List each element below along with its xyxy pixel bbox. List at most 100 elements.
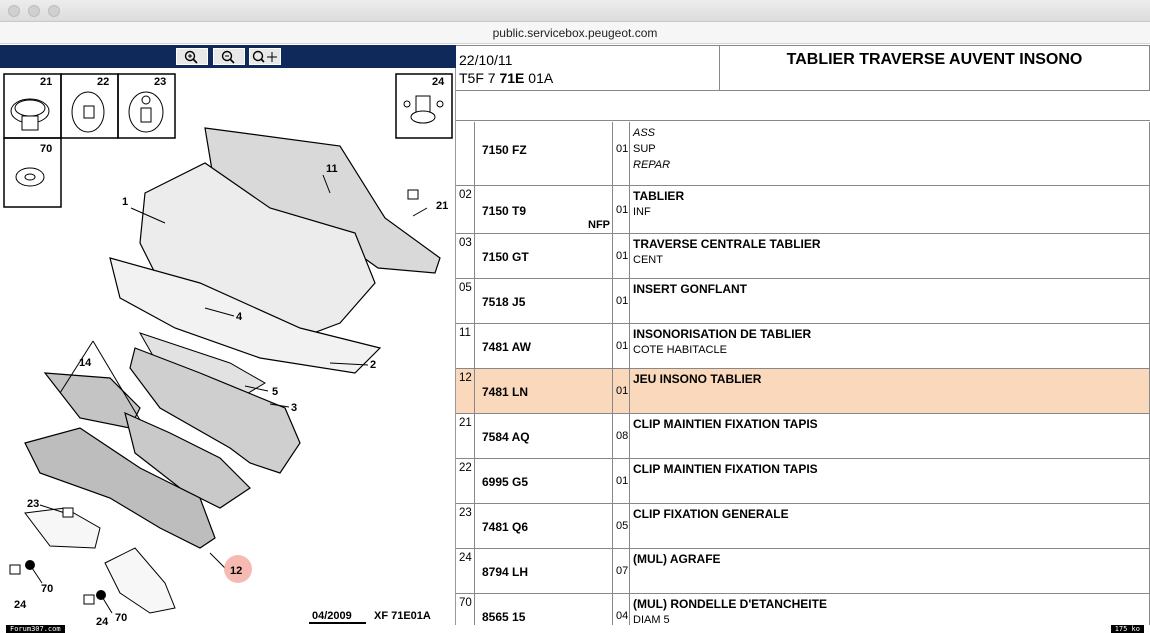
row-index: 21 (456, 414, 475, 458)
row-reference-cell: 7150 FZ (475, 122, 613, 185)
part-quantity: 01 (616, 143, 629, 155)
part-reference[interactable]: 7481 Q6 (482, 520, 529, 534)
zoom-move-icon (252, 50, 277, 63)
part-quantity: 01 (616, 204, 629, 216)
footer-size-badge: 175 ko (1110, 625, 1144, 633)
zoom-move-button[interactable] (249, 48, 281, 65)
part-description: (MUL) AGRAFE (633, 552, 721, 566)
part-reference[interactable]: 7481 AW (482, 340, 531, 354)
detail-box-24 (395, 73, 453, 139)
zoom-in-button[interactable] (176, 48, 208, 65)
row-description-cell: CLIP MAINTIEN FIXATION TAPIS (630, 459, 1150, 503)
leader-lines (29, 174, 428, 614)
row-quantity-cell: 01 (613, 279, 630, 323)
diagram-date: 04/2009 (312, 610, 352, 622)
part-description-detail: DIAM 5 (633, 614, 670, 625)
row-quantity-cell: 01 (613, 324, 630, 368)
part-description: CLIP MAINTIEN FIXATION TAPIS (633, 462, 818, 476)
part-reference[interactable]: 7518 J5 (482, 295, 526, 309)
part-reference[interactable]: 7150 GT (482, 250, 529, 264)
part-description-detail: COTE HABITACLE (633, 344, 727, 356)
row-reference-cell: 7518 J5 (475, 279, 613, 323)
part-reference[interactable]: 7584 AQ (482, 430, 530, 444)
callout-4: 4 (236, 311, 243, 323)
clip-24-icon (403, 95, 444, 124)
part-quantity: 05 (616, 520, 629, 532)
clip-22-icon (71, 91, 105, 133)
clip-21-marker (407, 189, 419, 200)
callout-70-a: 70 (41, 583, 53, 595)
highlight-marker-12[interactable] (224, 555, 252, 583)
row-reference-cell: 7481 AW (475, 324, 613, 368)
washer-70-icon (15, 167, 45, 187)
part-description: INSONORISATION DE TABLIER (633, 327, 812, 341)
part-description-detail: SUP (633, 143, 656, 155)
part-quantity: 04 (616, 610, 629, 622)
close-window-icon[interactable] (8, 5, 20, 17)
row-description-cell: CLIP MAINTIEN FIXATION TAPIS (630, 414, 1150, 458)
row-quantity-cell: 08 (613, 414, 630, 458)
row-reference-cell: 7150 GT (475, 234, 613, 278)
washer-70-marker-a (25, 560, 35, 570)
clip-24-marker-a (9, 564, 21, 575)
part-description: CLIP MAINTIEN FIXATION TAPIS (633, 417, 818, 431)
row-description-cell: CLIP FIXATION GENERALE (630, 504, 1150, 548)
callout-11: 11 (326, 163, 338, 175)
callout-21: 21 (436, 200, 448, 212)
row-index: 70 (456, 594, 475, 625)
row-index: 03 (456, 234, 475, 278)
diagram-ref: XF 71E01A (374, 610, 431, 622)
row-reference-cell: 7584 AQ (475, 414, 613, 458)
footer-site-badge: Forum307.com (6, 625, 65, 633)
part-reference[interactable]: 7481 LN (482, 385, 529, 399)
clip-23-icon (128, 91, 164, 133)
header-date: 22/10/11 (459, 52, 513, 68)
part-reference[interactable]: 8565 15 (482, 610, 526, 624)
part-reference[interactable]: 7150 T9 (482, 204, 527, 218)
clip-21-icon (10, 98, 50, 131)
part-quantity: 01 (616, 295, 629, 307)
row-reference-cell: 6995 G5 (475, 459, 613, 503)
part-reference[interactable]: 8794 LH (482, 565, 529, 579)
callout-24-a: 24 (14, 599, 27, 611)
window-titlebar (0, 0, 1150, 22)
status-strip: Forum307.com 175 ko (0, 625, 1150, 633)
page-title: TABLIER TRAVERSE AUVENT INSONO (720, 45, 1150, 91)
zoom-out-button[interactable] (213, 48, 245, 65)
duct-left-upper (24, 507, 101, 549)
address-bar[interactable]: public.servicebox.peugeot.com (0, 22, 1150, 44)
callout-22-box: 22 (97, 76, 109, 88)
row-quantity-cell: 01 (613, 234, 630, 278)
detail-box-70 (3, 137, 62, 208)
row-index: 22 (456, 459, 475, 503)
minimize-window-icon[interactable] (28, 5, 40, 17)
callout-24-b: 24 (96, 616, 109, 625)
zoom-window-icon[interactable] (48, 5, 60, 17)
callout-12[interactable]: 12 (230, 565, 242, 577)
part-2-lower-panel (109, 257, 382, 374)
row-index: 23 (456, 504, 475, 548)
part-3-crossmember (129, 347, 301, 474)
parts-diagram: 21 22 23 24 70 (3, 73, 453, 625)
part-14-insulation-left (43, 372, 141, 429)
row-quantity-cell: 05 (613, 504, 630, 548)
zoom-out-icon (221, 50, 235, 64)
part-reference[interactable]: 6995 G5 (482, 475, 529, 489)
callout-23: 23 (27, 498, 39, 510)
part-reference[interactable]: 7150 FZ (482, 143, 527, 157)
row-index (456, 122, 475, 185)
row-reference-cell: 7481 Q6 (475, 504, 613, 548)
